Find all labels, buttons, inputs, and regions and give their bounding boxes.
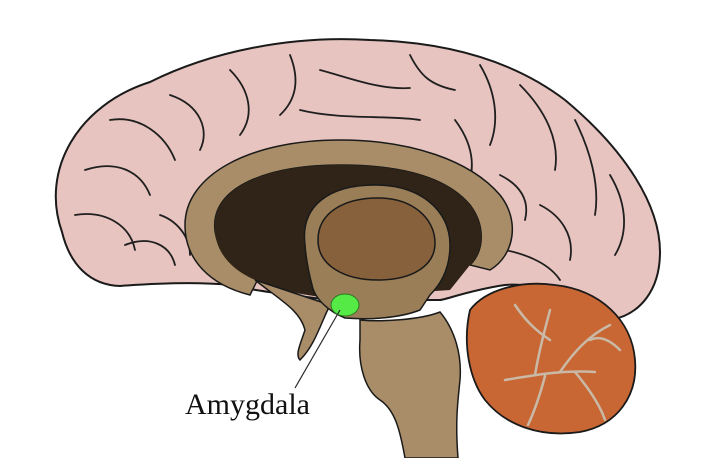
thalamus-inner [317,197,436,281]
cerebellum-arbor-vitae [503,303,622,427]
temporal-lobe-fold [254,279,332,362]
brainstem [358,311,462,458]
amygdala-highlight [330,293,360,317]
amygdala-label: Amygdala [185,388,310,421]
amygdala-leader-line [294,309,341,389]
cortical-sulci [74,54,625,281]
